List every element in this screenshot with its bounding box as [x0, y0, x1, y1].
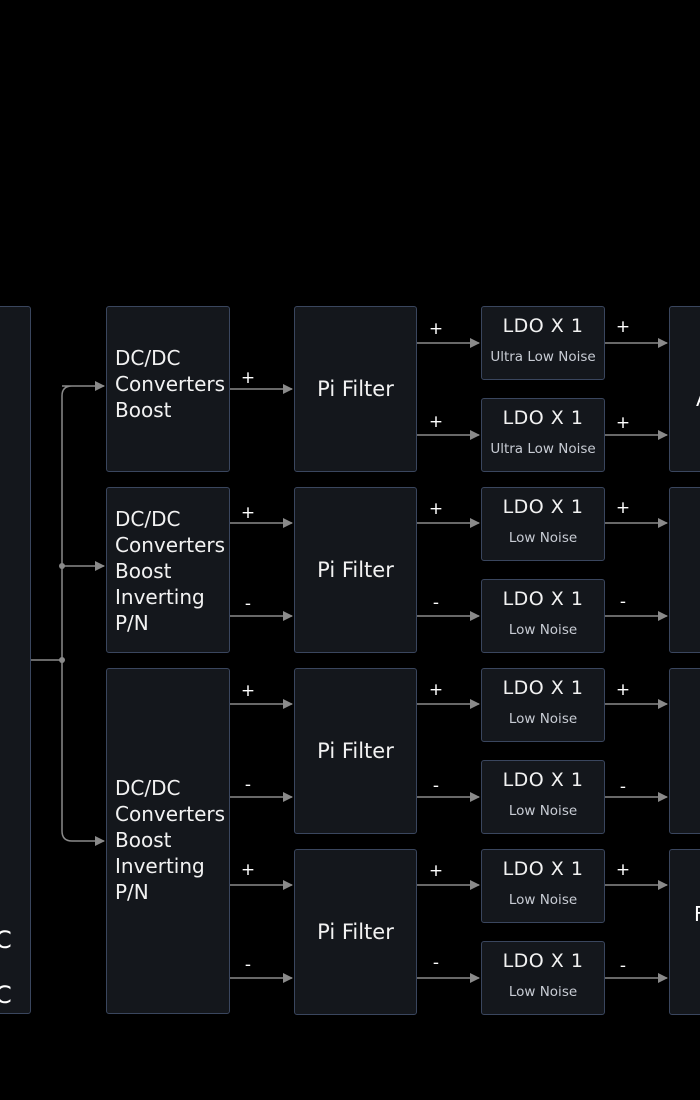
polarity-sign: - — [244, 955, 252, 975]
pi-filter-label: Pi Filter — [317, 377, 394, 401]
polarity-sign: + — [615, 498, 631, 518]
polarity-sign: + — [240, 368, 256, 388]
polarity-sign: - — [432, 776, 440, 796]
ldo-block: LDO X 1 Low Noise — [481, 579, 605, 653]
output-block — [669, 487, 700, 653]
polarity-sign: - — [619, 956, 627, 976]
polarity-sign: - — [244, 594, 252, 614]
polarity-sign: + — [240, 860, 256, 880]
output-block: A — [669, 306, 700, 472]
ldo-title: LDO X 1 — [502, 407, 584, 429]
ldo-subtitle: Low Noise — [508, 622, 578, 638]
ldo-title: LDO X 1 — [502, 496, 584, 518]
polarity-sign: - — [432, 593, 440, 613]
ldo-title: LDO X 1 — [502, 677, 584, 699]
ldo-title: LDO X 1 — [502, 315, 584, 337]
source-block: C C — [0, 306, 31, 1014]
dcdc-converter-inverting-dual: DC/DC Converters Boost Inverting P/N — [106, 668, 230, 1014]
polarity-sign: + — [428, 680, 444, 700]
ldo-subtitle: Low Noise — [508, 530, 578, 546]
ldo-block: LDO X 1 Ultra Low Noise — [481, 398, 605, 472]
polarity-sign: + — [615, 680, 631, 700]
dcdc-converter-boost: DC/DC Converters Boost — [106, 306, 230, 472]
polarity-sign: + — [240, 503, 256, 523]
polarity-sign: + — [428, 499, 444, 519]
converter-label: DC/DC Converters Boost Inverting P/N — [115, 776, 226, 904]
ldo-subtitle: Low Noise — [508, 892, 578, 908]
pi-filter-label: Pi Filter — [317, 558, 394, 582]
converter-label: DC/DC Converters Boost Inverting P/N — [115, 507, 226, 635]
polarity-sign: - — [432, 953, 440, 973]
ldo-subtitle: Ultra Low Noise — [490, 441, 596, 457]
output-block — [669, 668, 700, 834]
pi-filter-block: Pi Filter — [294, 849, 417, 1015]
distribution-bus-wire — [61, 385, 73, 842]
junction-dot — [59, 657, 65, 663]
pi-filter-block: Pi Filter — [294, 306, 417, 472]
polarity-sign: + — [615, 860, 631, 880]
polarity-sign: + — [615, 317, 631, 337]
polarity-sign: - — [244, 775, 252, 795]
output-label-fragment: A — [696, 386, 700, 412]
output-label-fragment: F — [694, 902, 700, 926]
polarity-sign: + — [428, 861, 444, 881]
ldo-block: LDO X 1 Low Noise — [481, 941, 605, 1015]
source-label-fragment: C — [0, 981, 12, 1009]
dcdc-converter-inverting: DC/DC Converters Boost Inverting P/N — [106, 487, 230, 653]
junction-dot — [59, 563, 65, 569]
polarity-sign: - — [619, 592, 627, 612]
ldo-block: LDO X 1 Low Noise — [481, 668, 605, 742]
ldo-title: LDO X 1 — [502, 769, 584, 791]
ldo-title: LDO X 1 — [502, 950, 584, 972]
ldo-subtitle: Low Noise — [508, 711, 578, 727]
polarity-sign: + — [240, 681, 256, 701]
ldo-block: LDO X 1 Low Noise — [481, 760, 605, 834]
ldo-title: LDO X 1 — [502, 858, 584, 880]
ldo-subtitle: Ultra Low Noise — [490, 349, 596, 365]
pi-filter-block: Pi Filter — [294, 668, 417, 834]
ldo-block: LDO X 1 Low Noise — [481, 849, 605, 923]
source-label-fragment: C — [0, 926, 12, 954]
ldo-block: LDO X 1 Ultra Low Noise — [481, 306, 605, 380]
ldo-subtitle: Low Noise — [508, 803, 578, 819]
polarity-sign: + — [428, 412, 444, 432]
polarity-sign: + — [615, 413, 631, 433]
ldo-block: LDO X 1 Low Noise — [481, 487, 605, 561]
output-block: F — [669, 849, 700, 1015]
ldo-title: LDO X 1 — [502, 588, 584, 610]
ldo-subtitle: Low Noise — [508, 984, 578, 1000]
polarity-sign: - — [619, 777, 627, 797]
pi-filter-label: Pi Filter — [317, 739, 394, 763]
pi-filter-label: Pi Filter — [317, 920, 394, 944]
pi-filter-block: Pi Filter — [294, 487, 417, 653]
polarity-sign: + — [428, 319, 444, 339]
converter-label: DC/DC Converters Boost — [115, 346, 226, 422]
